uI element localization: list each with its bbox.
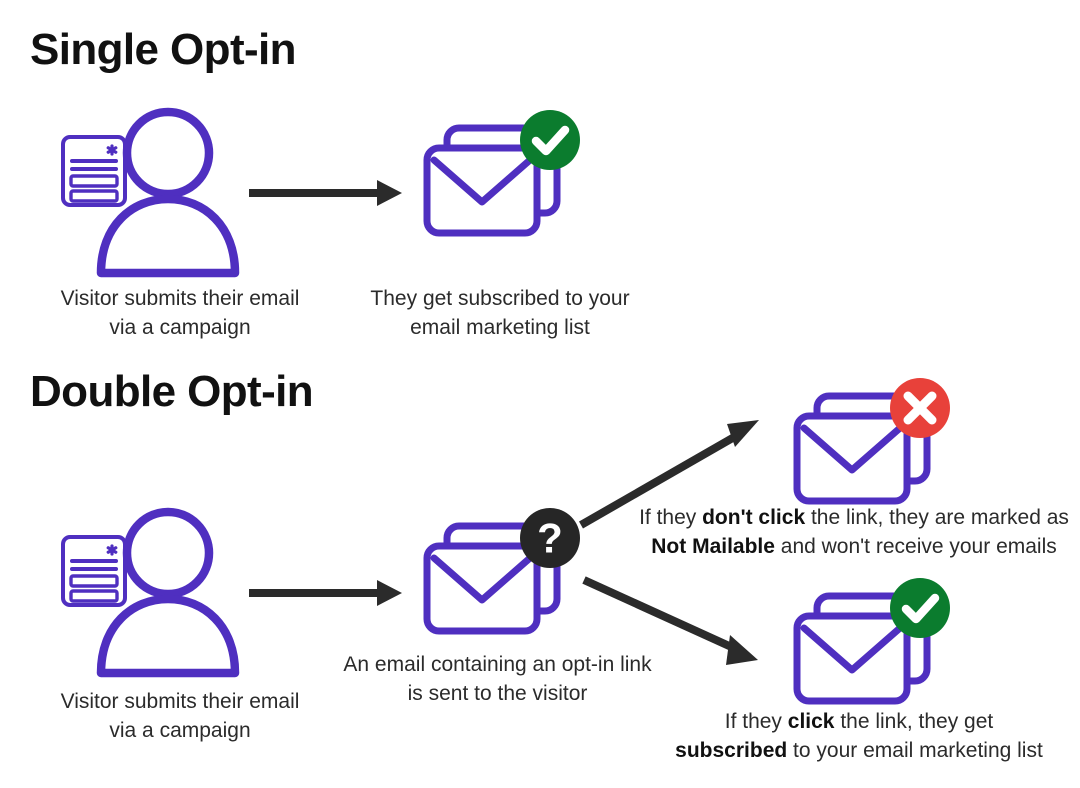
check-badge-icon <box>890 578 950 638</box>
caption-line: email marketing list <box>410 316 590 339</box>
envelope-flap-icon <box>800 424 904 474</box>
arrow-right-icon <box>243 170 408 216</box>
caption-line: They get subscribed to your <box>370 287 630 310</box>
caption-line: Not Mailable and won't receive your emai… <box>651 535 1057 558</box>
caption-line: An email containing an opt-in link <box>343 653 652 676</box>
caption-single-step1: Visitor submits their email via a campai… <box>20 284 340 342</box>
check-badge-icon <box>520 110 580 170</box>
caption-line: Visitor submits their email <box>60 287 300 310</box>
caption-branch-subscribed: If they click the link, they get subscri… <box>640 707 1078 765</box>
caption-line: If they don't click the link, they are m… <box>639 506 1069 529</box>
caption-line: Visitor submits their email <box>60 690 300 713</box>
envelope-front-icon <box>423 542 541 635</box>
envelope-front-icon <box>423 144 541 237</box>
form-card-icon <box>61 535 127 607</box>
caption-double-step1: Visitor submits their email via a campai… <box>15 687 345 745</box>
envelope-stack-fail-icon <box>785 378 965 518</box>
section-title-double-optin: Double Opt-in <box>30 367 314 416</box>
caption-line: If they click the link, they get <box>724 710 994 733</box>
envelope-stack-success-icon <box>785 578 965 718</box>
arrow-up-right-icon <box>575 412 775 537</box>
required-asterisk-icon <box>106 544 118 556</box>
svg-text:?: ? <box>537 515 563 562</box>
person-with-form-icon <box>55 105 270 278</box>
envelope-flap-icon <box>430 554 534 604</box>
caption-line: via a campaign <box>109 316 251 339</box>
person-with-form-icon <box>55 505 270 678</box>
caption-branch-not-mailable: If they don't click the link, they are m… <box>630 503 1078 561</box>
caption-line: is sent to the visitor <box>407 682 588 705</box>
cross-badge-icon <box>890 378 950 438</box>
question-badge-icon: ? <box>520 508 580 568</box>
section-title-single-optin: Single Opt-in <box>30 25 297 74</box>
arrow-right-icon <box>243 570 408 616</box>
envelope-flap-icon <box>800 624 904 674</box>
envelope-front-icon <box>793 612 911 705</box>
person-head-icon <box>122 507 214 599</box>
envelope-stack-question-icon: ? <box>415 508 595 648</box>
person-body-icon <box>96 594 240 678</box>
caption-line: subscribed to your email marketing list <box>675 739 1043 762</box>
caption-double-step2: An email containing an opt-in link is se… <box>315 650 680 708</box>
envelope-stack-success-icon <box>415 110 595 250</box>
required-asterisk-icon <box>106 144 118 156</box>
arrow-down-right-icon <box>578 570 778 680</box>
envelope-flap-icon <box>430 156 534 206</box>
person-body-icon <box>96 194 240 278</box>
caption-single-step2: They get subscribed to your email market… <box>335 284 665 342</box>
form-card-icon <box>61 135 127 207</box>
person-head-icon <box>122 107 214 199</box>
envelope-front-icon <box>793 412 911 505</box>
caption-line: via a campaign <box>109 719 251 742</box>
